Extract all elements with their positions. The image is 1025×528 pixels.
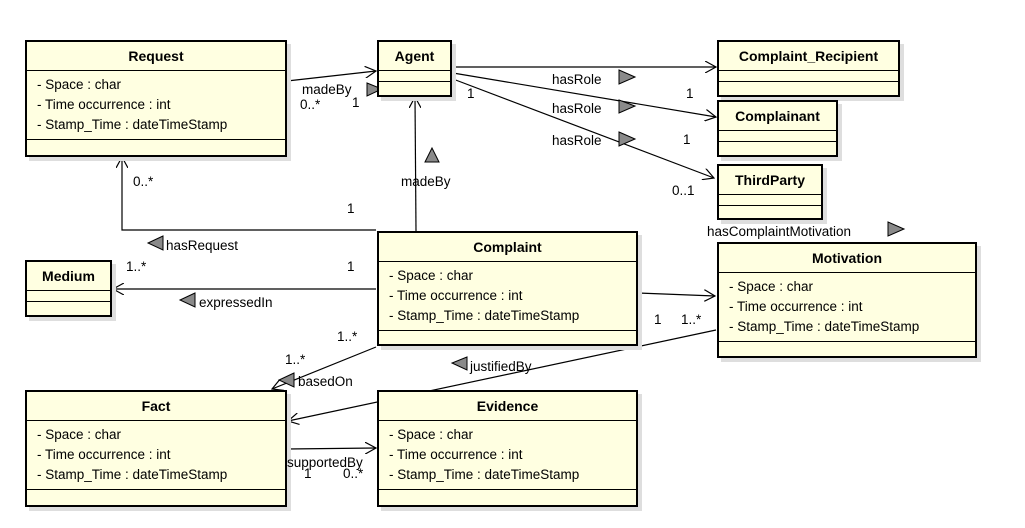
class-request[interactable]: Request - Space : char - Time occurrence… — [25, 40, 287, 157]
association-label: expressedIn — [199, 295, 273, 310]
multiplicity-label: 1 — [686, 86, 694, 101]
fact-evidence-line — [286, 448, 376, 449]
attribute: - Stamp_Time : dateTimeStamp — [37, 117, 228, 132]
multiplicity-label: 1 — [347, 201, 355, 216]
multiplicity-label: 0..* — [343, 466, 364, 481]
association-label: justifiedBy — [470, 359, 532, 374]
multiplicity-label: 1 — [347, 259, 355, 274]
direction-right-icon — [618, 131, 637, 147]
association-label: hasRole — [552, 72, 602, 87]
class-evidence[interactable]: Evidence - Space : char - Time occurrenc… — [377, 390, 638, 507]
class-name: Complaint — [379, 233, 636, 262]
multiplicity-label: 1..* — [337, 329, 358, 344]
direction-right-icon — [887, 221, 906, 237]
attribute: - Time occurrence : int — [389, 447, 523, 462]
attribute-section: - Space : char - Time occurrence : int -… — [719, 273, 975, 342]
agent-thirdparty-line — [452, 78, 714, 178]
association-label: basedOn — [298, 374, 353, 389]
class-fact[interactable]: Fact - Space : char - Time occurrence : … — [25, 390, 287, 507]
attribute-section: - Space : char - Time occurrence : int -… — [27, 421, 285, 490]
class-name: Complaint_Recipient — [719, 42, 898, 71]
attribute: - Space : char — [389, 268, 474, 283]
attribute-section — [719, 195, 821, 206]
direction-up-icon — [424, 146, 440, 163]
multiplicity-label: 1 — [467, 86, 475, 101]
class-agent[interactable]: Agent — [377, 40, 452, 97]
class-third-party[interactable]: ThirdParty — [717, 164, 823, 220]
attribute-section: - Space : char - Time occurrence : int -… — [379, 262, 636, 331]
attribute: - Stamp_Time : dateTimeStamp — [729, 319, 920, 334]
attribute: - Stamp_Time : dateTimeStamp — [389, 467, 580, 482]
attribute-section: - Space : char - Time occurrence : int -… — [27, 71, 285, 140]
class-name: Motivation — [719, 244, 975, 273]
agent-complainant-line — [452, 72, 716, 117]
class-name: Request — [27, 42, 285, 71]
attribute: - Space : char — [729, 279, 814, 294]
attribute-section — [719, 71, 898, 82]
multiplicity-label: 1 — [654, 312, 662, 327]
attribute-section — [379, 71, 450, 82]
attribute-section — [719, 131, 836, 142]
multiplicity-label: 1..* — [285, 352, 306, 367]
attribute: - Stamp_Time : dateTimeStamp — [37, 467, 228, 482]
multiplicity-label: 0..* — [300, 97, 321, 112]
complaint-motivation-line — [637, 293, 715, 296]
attribute-section: - Space : char - Time occurrence : int -… — [379, 421, 636, 490]
association-label: supportedBy — [287, 455, 363, 470]
association-label: hasRequest — [166, 238, 239, 253]
multiplicity-label: 1 — [683, 132, 691, 147]
direction-left-icon — [178, 292, 196, 308]
attribute: - Stamp_Time : dateTimeStamp — [389, 308, 580, 323]
complaint-agent-line — [415, 97, 416, 232]
class-name: Evidence — [379, 392, 636, 421]
class-name: Medium — [27, 262, 110, 291]
class-name: Agent — [379, 42, 450, 71]
attribute: - Time occurrence : int — [729, 299, 863, 314]
class-name: Fact — [27, 392, 285, 421]
request-agent-line — [286, 71, 376, 82]
attribute: - Time occurrence : int — [37, 447, 171, 462]
multiplicity-label: 1..* — [126, 259, 147, 274]
association-label: hasRole — [552, 133, 602, 148]
association-label: madeBy — [302, 82, 352, 97]
class-name: ThirdParty — [719, 166, 821, 195]
multiplicity-label: 0..1 — [672, 183, 695, 198]
attribute: - Time occurrence : int — [389, 288, 523, 303]
class-motivation[interactable]: Motivation - Space : char - Time occurre… — [717, 242, 977, 358]
class-complainant[interactable]: Complainant — [717, 100, 838, 157]
complaint-request-line — [122, 157, 376, 231]
class-name: Complainant — [719, 102, 836, 131]
association-label: hasComplaintMotivation — [707, 224, 852, 239]
association-label: madeBy — [401, 174, 451, 189]
class-complaint-recipient[interactable]: Complaint_Recipient — [717, 40, 900, 97]
direction-right-icon — [618, 99, 637, 114]
attribute: - Time occurrence : int — [37, 97, 171, 112]
attribute: - Space : char — [37, 427, 122, 442]
multiplicity-label: 0..* — [133, 174, 154, 189]
attribute: - Space : char — [389, 427, 474, 442]
multiplicity-label: 1 — [304, 466, 312, 481]
direction-left-icon — [277, 372, 295, 388]
direction-right-icon — [618, 69, 637, 85]
attribute: - Space : char — [37, 77, 122, 92]
association-label: hasRole — [552, 101, 602, 116]
multiplicity-label: 1..* — [681, 312, 702, 327]
direction-right-icon — [366, 82, 384, 97]
direction-left-icon — [450, 356, 468, 371]
direction-left-icon — [146, 235, 164, 251]
class-complaint[interactable]: Complaint - Space : char - Time occurren… — [377, 231, 638, 346]
multiplicity-label: 1 — [352, 95, 360, 110]
class-medium[interactable]: Medium — [25, 260, 112, 317]
attribute-section — [27, 291, 110, 302]
motivation-fact-line — [288, 329, 717, 421]
